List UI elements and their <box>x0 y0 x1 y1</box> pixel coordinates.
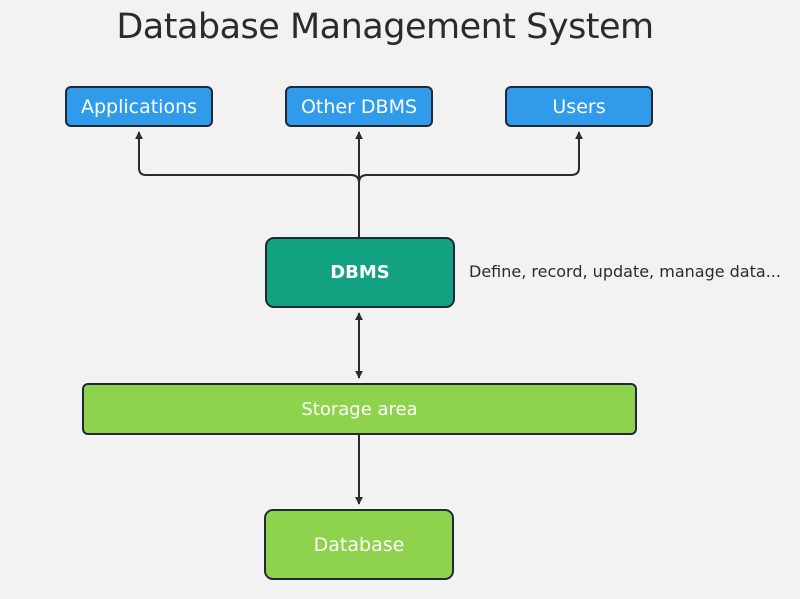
other-dbms-node: Other DBMS <box>285 86 433 127</box>
dbms-node: DBMS <box>265 237 455 308</box>
applications-label: Applications <box>80 95 198 118</box>
users-label: Users <box>552 95 606 118</box>
dbms-annotation: Define, record, update, manage data... <box>469 262 781 281</box>
connector-dbms-to-users <box>358 131 583 184</box>
applications-node: Applications <box>65 86 213 127</box>
other-dbms-label: Other DBMS <box>300 95 418 118</box>
database-label: Database <box>313 533 405 556</box>
diagram-title: Database Management System <box>116 7 654 47</box>
database-node: Database <box>264 509 454 580</box>
users-node: Users <box>505 86 653 127</box>
storage-area-label: Storage area <box>301 398 418 420</box>
dbms-label: DBMS <box>330 262 390 283</box>
storage-area-node: Storage area <box>82 383 637 435</box>
connector-dbms-to-applications <box>135 131 360 184</box>
